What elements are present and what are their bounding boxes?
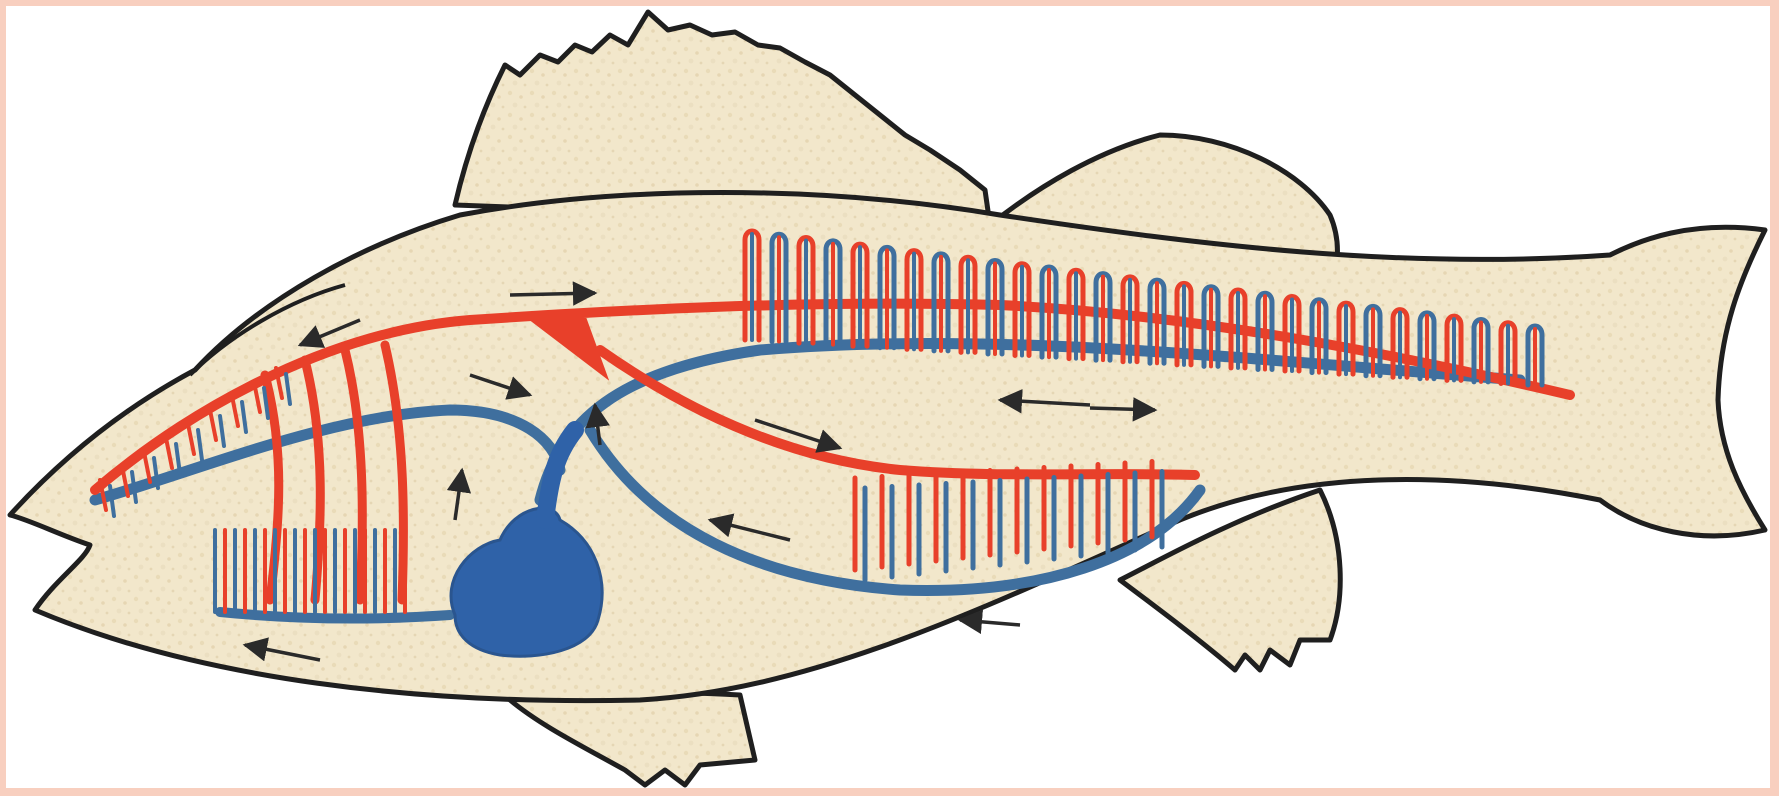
flow-arrow: [1090, 408, 1155, 410]
flow-arrow: [510, 293, 595, 295]
flow-arrow: [960, 620, 1020, 625]
pelvic-fin: [510, 692, 755, 785]
